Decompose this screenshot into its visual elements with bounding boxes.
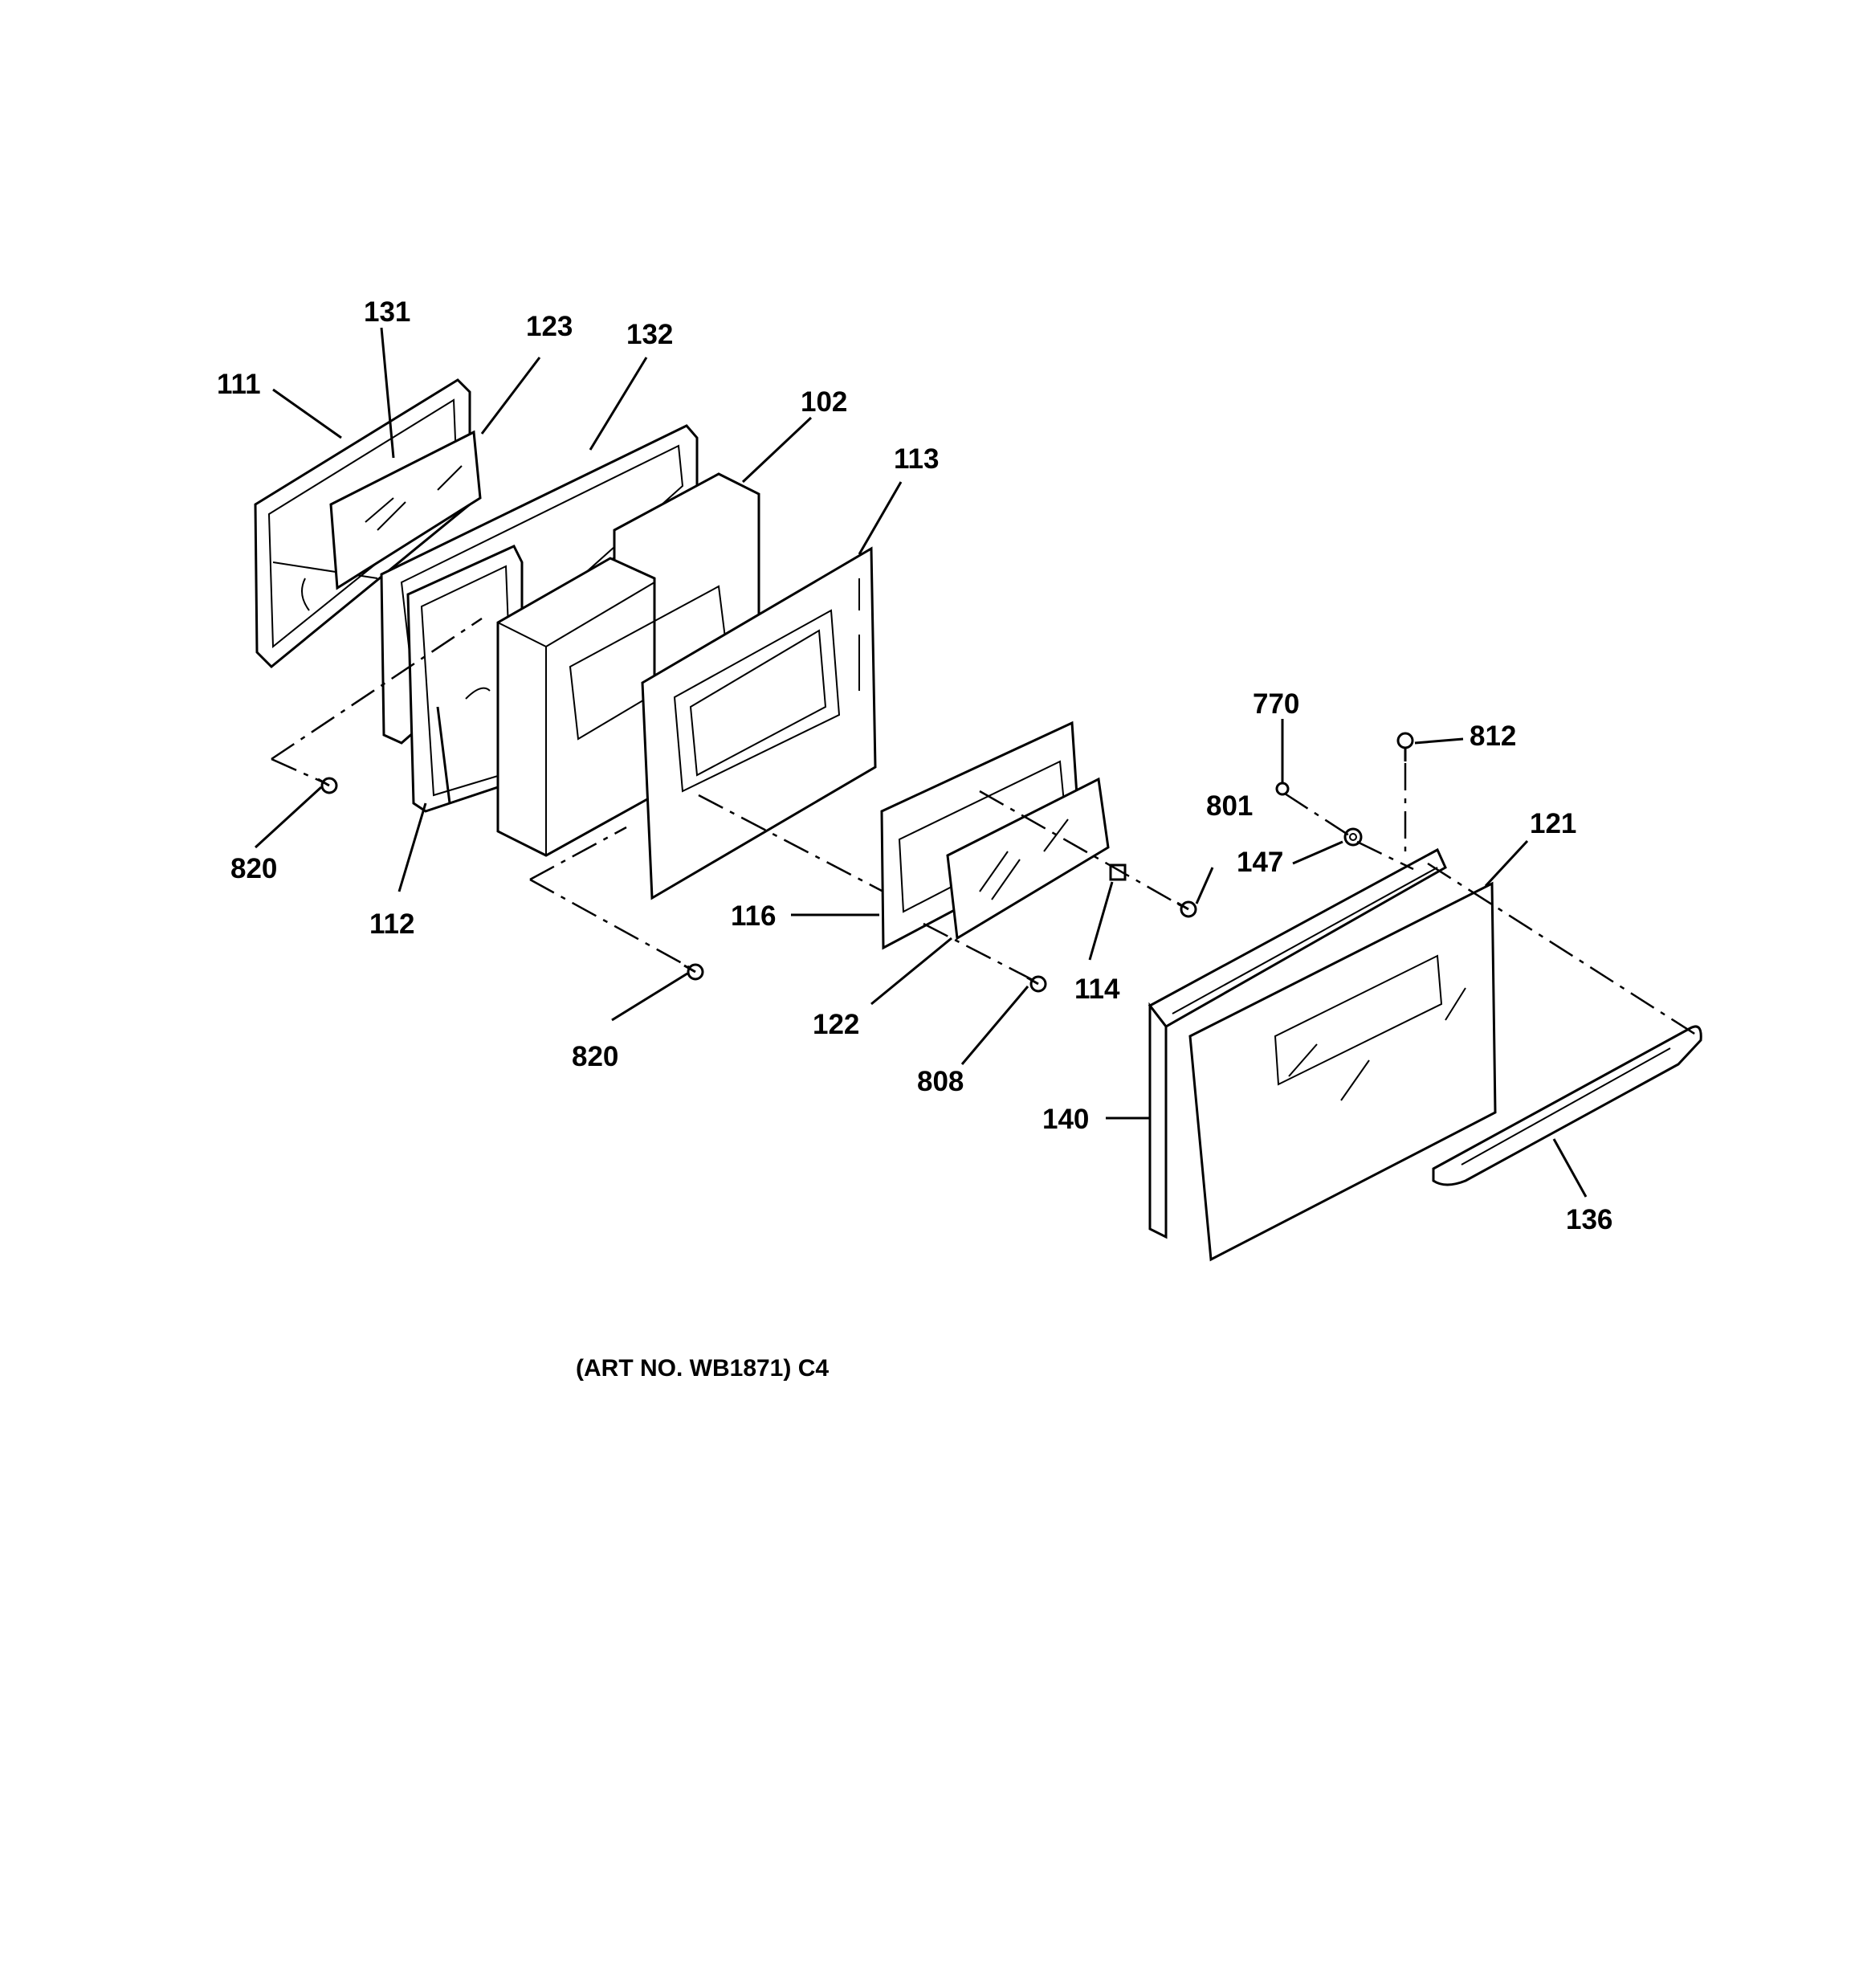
label-132: 132: [626, 319, 673, 350]
label-112: 112: [369, 908, 414, 940]
label-812: 812: [1470, 720, 1516, 752]
label-136: 136: [1566, 1204, 1612, 1235]
part-labels: 111 131 123 132 102 113 820 112 820 116 …: [217, 296, 1612, 1235]
label-111: 111: [217, 369, 261, 400]
leader-lines: [254, 327, 1588, 1198]
label-820-bottom: 820: [572, 1041, 618, 1072]
label-820-left: 820: [230, 853, 277, 884]
label-113: 113: [894, 443, 939, 475]
label-102: 102: [801, 386, 847, 418]
label-147: 147: [1237, 847, 1283, 878]
part-121-outer-glass: [1188, 881, 1497, 1262]
part-112-door-frame: [406, 545, 524, 813]
assembly-lines: [271, 617, 1699, 1038]
part-122-window-glass: [946, 777, 1110, 941]
part-136-handle: [1432, 1025, 1702, 1186]
part-140-outer-frame: [1148, 847, 1447, 1239]
label-131: 131: [364, 296, 410, 328]
part-131-inner-glass: [329, 430, 482, 590]
art-number-caption: (ART NO. WB1871) C4: [576, 1355, 829, 1382]
label-140: 140: [1042, 1104, 1089, 1135]
part-113-door-panel: [641, 546, 877, 900]
screw-770-icon: [1275, 782, 1290, 796]
label-116: 116: [731, 900, 776, 932]
label-114: 114: [1074, 974, 1120, 1005]
label-770: 770: [1253, 688, 1299, 720]
washer-147-icon: [1343, 827, 1363, 847]
label-121: 121: [1530, 808, 1576, 839]
label-801: 801: [1206, 790, 1253, 822]
label-123: 123: [526, 311, 573, 342]
label-808: 808: [917, 1066, 964, 1097]
fastener-820-bottom-icon: [683, 963, 704, 981]
label-122: 122: [813, 1009, 859, 1040]
screw-812-icon: [1396, 732, 1414, 761]
